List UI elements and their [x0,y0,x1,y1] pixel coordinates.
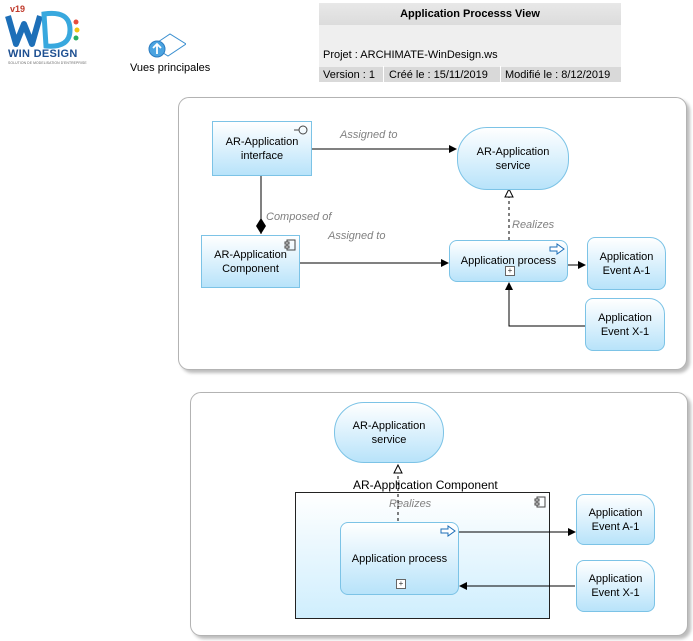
edge-triggers-process [505,282,585,327]
expand-icon[interactable]: + [505,266,515,276]
node-event-x1-2[interactable]: Application Event X-1 [576,560,655,612]
windesign-logo [5,10,80,49]
node-label: AR-Application Component [214,248,287,275]
node-label: Application Event X-1 [588,573,643,599]
logo-tagline: SOLUTION DE MODELISATION D'ENTREPRISE [8,61,87,65]
realization-arrowhead-2 [393,463,403,474]
node-label: AR-Application interface [225,135,299,162]
logo-version: v19 [10,4,26,14]
node-label: AR-Application service [352,419,426,446]
edge-label-assigned-to-1: Assigned to [340,129,398,141]
node-application-component[interactable]: AR-Application Component [201,235,300,288]
version-text: Version : 1 [323,69,375,81]
node-label: Application process [351,552,448,565]
node-label: Application Event A-1 [599,250,654,277]
edge-label-realizes-2: Realizes [389,498,432,510]
edge-label-composed-of: Composed of [266,211,332,223]
divider [500,66,501,83]
view-info-panel: Application Processs View Projet : ARCHI… [319,3,621,83]
node-label: Application Event X-1 [598,311,652,338]
process-arrow-icon [440,525,456,537]
node-label: AR-Application service [476,145,550,172]
modified-date: Modifié le : 8/12/2019 [505,69,611,81]
node-application-process[interactable]: Application process + [449,240,568,282]
node-application-process-2[interactable]: Application process + [340,522,459,595]
node-application-service-2[interactable]: AR-Application service [334,402,444,463]
info-row [319,67,621,82]
node-event-x1[interactable]: Application Event X-1 [585,298,665,351]
expand-icon[interactable]: + [396,579,406,589]
view-title: Application Processs View [319,3,621,25]
vues-principales-link[interactable]: Vues principales [130,62,211,74]
node-application-interface[interactable]: AR-Application interface [212,121,312,176]
process-arrow-icon [549,243,565,255]
divider [383,66,384,83]
created-date: Créé le : 15/11/2019 [389,69,488,81]
composition-diamond [256,218,266,234]
edge-label-realizes: Realizes [512,219,555,231]
realization-arrowhead [504,187,514,198]
node-application-service[interactable]: AR-Application service [457,127,569,190]
node-event-a1[interactable]: Application Event A-1 [587,237,666,290]
component-icon [284,239,296,251]
node-event-a1-2[interactable]: Application Event A-1 [576,494,655,545]
node-label: Application Event A-1 [588,506,643,533]
edge-label-assigned-to-2: Assigned to [328,230,386,242]
component-icon [534,496,546,508]
logo-brand: WIN DESIGN [8,48,78,60]
container-title: AR-Application Component [353,478,498,492]
project-name: Projet : ARCHIMATE-WinDesign.ws [323,49,498,61]
interface-icon [294,125,308,135]
node-label: Application process [460,255,557,267]
view-up-arrow-icon[interactable] [146,30,186,60]
